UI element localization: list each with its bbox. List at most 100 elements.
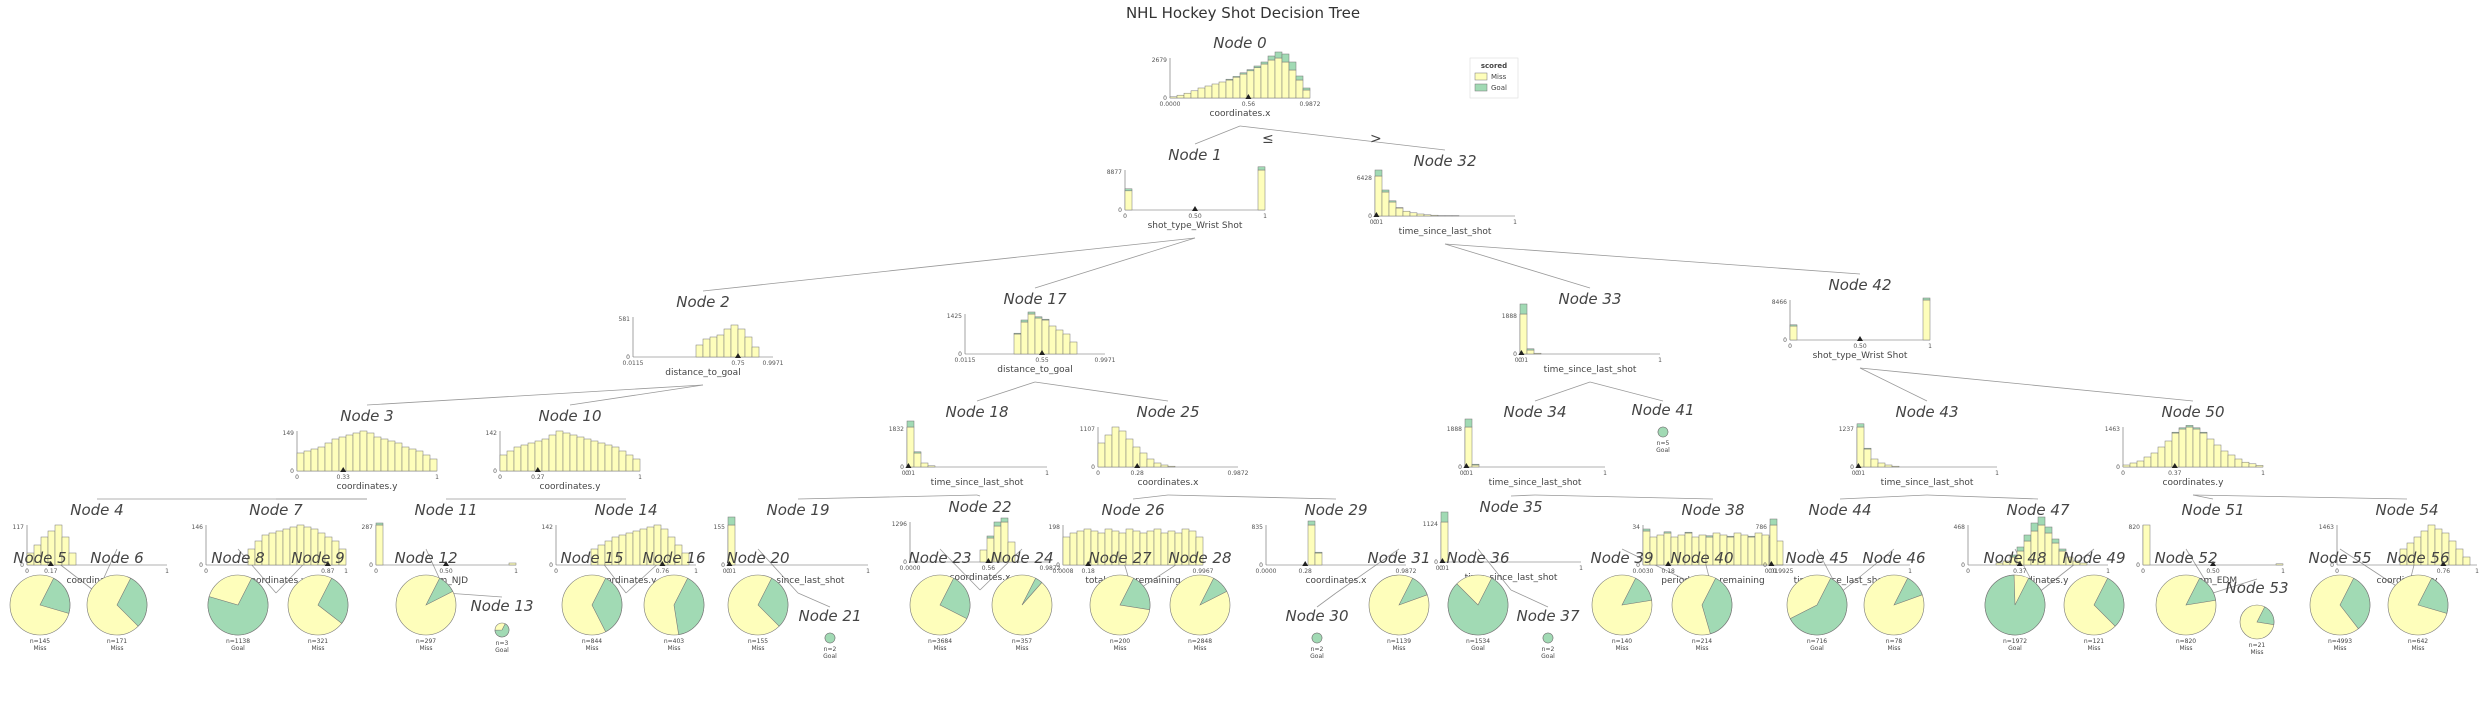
split-marker	[534, 467, 541, 472]
leaf-title: Node 45	[1785, 549, 1848, 567]
split-feature-label: coordinates.y	[596, 576, 658, 586]
leaf-count: n=321	[308, 638, 328, 645]
split-value: 0.28	[1131, 470, 1145, 477]
leaf-count: n=121	[2084, 638, 2104, 645]
split-value: 0.56	[982, 565, 996, 572]
histogram-bar-miss	[1124, 190, 1133, 211]
histogram-bar-miss	[1104, 434, 1113, 468]
histogram-bar-goal	[1747, 535, 1756, 538]
node-title: Node 19	[766, 501, 829, 519]
histogram-bar-goal	[2185, 425, 2194, 428]
leaf-class: Miss	[110, 645, 123, 652]
leaf-title: Node 56	[2386, 549, 2449, 567]
histogram-bar-miss	[1146, 458, 1155, 468]
node-title: Node 10	[538, 407, 601, 425]
histogram-bar-miss	[695, 344, 704, 358]
tree-edge	[1167, 494, 1337, 500]
histogram-bar-miss	[1211, 83, 1220, 99]
y-zero-tick: 0	[2136, 562, 2140, 569]
leaf-pie-goal	[2339, 577, 2371, 630]
y-max-tick: 1107	[1080, 426, 1095, 433]
split-marker	[2016, 561, 2023, 566]
histogram-bar-miss	[2079, 562, 2088, 566]
histogram-bar-miss	[2122, 464, 2131, 468]
split-value: 0.01	[1765, 568, 1779, 575]
split-feature-label: time_since_last_shot	[931, 478, 1024, 488]
leaf-count: n=297	[416, 638, 436, 645]
histogram-bar-miss	[415, 450, 424, 472]
histogram-bar-miss	[1195, 536, 1204, 566]
histogram-bar-miss	[1891, 465, 1900, 468]
legend-title: scored	[1481, 62, 1507, 70]
histogram-bar-miss	[625, 532, 634, 566]
leaf-title: Node 16	[642, 549, 705, 567]
histogram-bar-miss	[375, 524, 384, 566]
split-marker	[1085, 561, 1092, 566]
histogram-bar-miss	[737, 328, 746, 358]
histogram-bar-miss	[1870, 458, 1879, 468]
y-zero-tick: 0	[903, 559, 907, 566]
histogram-bar-goal	[1257, 166, 1266, 171]
split-feature-label: time_since_last_shot	[1881, 478, 1974, 488]
histogram-bar-miss	[1395, 207, 1404, 217]
leaf-class: Goal	[1471, 645, 1485, 652]
histogram-bar-miss	[1856, 426, 1865, 468]
tree-edge	[1859, 367, 1928, 402]
y-zero-tick: 0	[1513, 351, 1517, 358]
histogram-bar-goal	[1302, 87, 1311, 91]
histogram-bar-miss	[324, 442, 333, 472]
leaf-pie-goal	[1398, 577, 1428, 606]
histogram-bar-miss	[1526, 349, 1535, 355]
histogram-bar-miss	[1863, 448, 1872, 468]
leaf-title: Node 30	[1285, 607, 1348, 625]
leaf-count: n=2	[1542, 646, 1555, 653]
node-title: Node 3	[340, 407, 393, 425]
x-min-tick: 0	[1373, 219, 1377, 226]
split-marker	[1302, 561, 1309, 566]
y-max-tick: 1888	[1502, 313, 1517, 320]
y-max-tick: 581	[619, 316, 631, 323]
x-max-tick: 0.9971	[1095, 357, 1116, 364]
leaf-class: Miss	[2179, 645, 2192, 652]
split-feature-label: time_since_last_shot	[1399, 227, 1492, 237]
histogram-bar-miss	[1041, 319, 1050, 355]
leaf-pie-goal	[2093, 577, 2125, 627]
histogram-bar-goal	[1246, 69, 1255, 72]
leaf-class: Miss	[933, 645, 946, 652]
split-marker	[47, 561, 54, 566]
histogram-bar-miss	[1225, 79, 1234, 99]
leaf-pie-goal	[1984, 574, 2046, 636]
histogram-bar-miss	[1239, 73, 1248, 99]
leaf-count: n=145	[30, 638, 50, 645]
histogram-bar-goal	[1314, 551, 1323, 554]
histogram-bar-goal	[1288, 61, 1297, 71]
y-zero-tick: 0	[1850, 464, 1854, 471]
x-min-tick: 0	[1966, 568, 1970, 575]
node-title: Node 43	[1895, 403, 1958, 421]
leaf-count: n=403	[664, 638, 684, 645]
x-max-tick: 1	[2261, 470, 2265, 477]
histogram-bar-goal	[1642, 528, 1651, 532]
y-max-tick: 287	[362, 524, 374, 531]
histogram-bar-miss	[2129, 462, 2138, 468]
split-feature-label: team_NJD	[424, 576, 468, 586]
histogram-bar-miss	[352, 432, 361, 472]
y-max-tick: 198	[1049, 524, 1061, 531]
x-max-tick: 0.9971	[763, 360, 784, 367]
split-feature-label: shot_type_Wrist Shot	[1813, 351, 1908, 361]
y-zero-tick: 0	[900, 464, 904, 471]
node-title: Node 17	[1003, 290, 1066, 308]
leaf-title: Node 27	[1088, 549, 1151, 567]
histogram-bar-goal	[1225, 78, 1234, 81]
histogram-bar-goal	[1260, 61, 1269, 65]
histogram-bar-miss	[1232, 76, 1241, 99]
histogram-bar-goal	[1274, 51, 1283, 59]
split-marker	[340, 467, 347, 472]
histogram-bar-goal	[1374, 169, 1383, 177]
split-value: 0.01	[1460, 470, 1474, 477]
split-feature-label: coordinates.y	[540, 482, 602, 492]
histogram-bar-goal	[1027, 311, 1036, 315]
x-min-tick: 0	[1855, 470, 1859, 477]
